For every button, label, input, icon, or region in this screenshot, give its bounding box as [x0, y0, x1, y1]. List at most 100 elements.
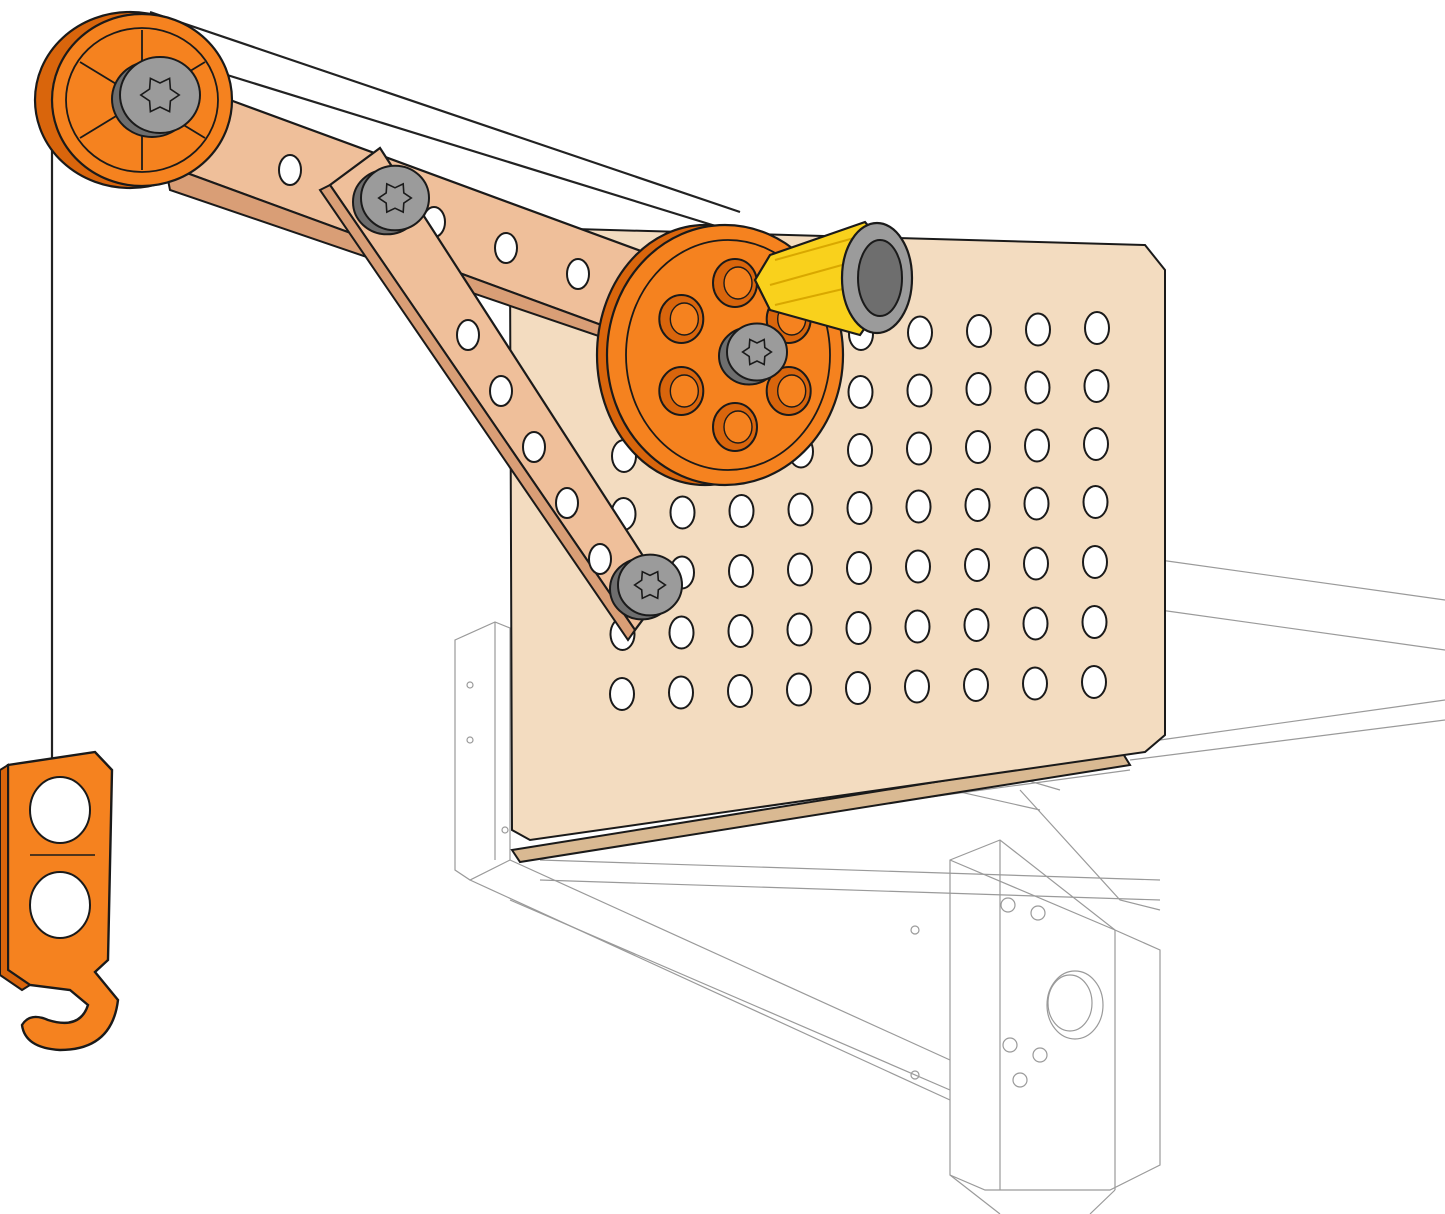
- drum-hole-inner: [669, 374, 700, 408]
- pegboard-hole: [1082, 545, 1108, 579]
- frame-right-block-edge-3: [949, 859, 1116, 931]
- pegboard-hole: [669, 495, 696, 530]
- bolt-icon: [718, 322, 788, 386]
- pegboard-hole: [786, 612, 813, 647]
- pegboard-hole: [1023, 486, 1050, 521]
- strut-holes: [456, 319, 612, 575]
- cable-icon: [50, 10, 741, 760]
- frame-right-hole-3: [1002, 1037, 1018, 1053]
- frame-rail-top: [1159, 699, 1445, 741]
- strut-hole: [456, 319, 480, 351]
- bolt-torx-socket: [377, 182, 413, 214]
- bolt-torx-socket: [633, 570, 667, 600]
- pegboard-hole: [787, 552, 813, 587]
- frame-bottom-rail: [949, 1174, 1001, 1214]
- pegboard-hole: [846, 491, 873, 525]
- frame-rail-back: [1159, 559, 1445, 601]
- pegboard-hole: [727, 674, 753, 708]
- bolt-icon: [609, 553, 683, 621]
- pegboard-hole: [964, 548, 990, 582]
- bolt-torx-socket: [139, 77, 181, 113]
- pegboard-hole: [728, 554, 754, 588]
- pegboard-hole: [786, 672, 812, 707]
- pegboard-hole: [1025, 312, 1051, 347]
- boom-hole: [566, 258, 590, 290]
- pegboard-hole: [845, 671, 871, 705]
- cable-boom-stay-lower: [129, 43, 736, 234]
- pegboard-hole: [728, 494, 755, 528]
- pegboard-hole: [964, 488, 991, 522]
- frame-left-hole-1: [466, 681, 474, 689]
- frame-right-hole-1: [1000, 897, 1016, 913]
- pegboard-hole: [847, 375, 874, 409]
- pegboard-hole: [668, 675, 694, 710]
- pegboard-hole: [907, 315, 933, 350]
- pegboard-hole: [846, 551, 872, 585]
- crank-cap-inner: [857, 239, 903, 317]
- pegboard-hole: [1083, 427, 1109, 461]
- frame-axle-hole-inner: [1047, 974, 1093, 1032]
- bolt-icon: [111, 56, 201, 138]
- strut-side: [318, 183, 637, 642]
- pegboard-hole: [1083, 369, 1110, 403]
- pegboard-hole: [845, 611, 872, 645]
- bolt-icon: [352, 164, 430, 236]
- strut-hole: [555, 487, 579, 519]
- pegboard-hole: [963, 668, 989, 702]
- strut-hole: [588, 543, 612, 575]
- strut-hole: [489, 375, 513, 407]
- boom-hole: [494, 232, 518, 264]
- pegboard-hole: [1024, 428, 1050, 463]
- pegboard-hole: [1024, 370, 1051, 405]
- pegboard-hole: [1023, 546, 1049, 581]
- frame-right-hole-4: [1032, 1047, 1048, 1063]
- pegboard-hole: [963, 608, 990, 642]
- pegboard-hole: [905, 489, 932, 524]
- frame-right-hole-6: [910, 925, 920, 935]
- frame-bottom-rail-2: [1089, 1189, 1116, 1214]
- frame-left-hole-3: [501, 826, 509, 834]
- pegboard-hole: [1081, 665, 1107, 699]
- frame-right-hole-5: [1012, 1072, 1028, 1088]
- frame-right-block: [949, 839, 1161, 1191]
- pegboard-hole: [847, 433, 873, 467]
- hook-hole-bottom: [29, 871, 91, 939]
- frame-front-rail-3: [509, 899, 951, 1091]
- frame-axle-hole: [1046, 970, 1104, 1040]
- pegboard-hole: [1082, 485, 1109, 519]
- drum-hole-inner: [723, 266, 753, 300]
- pegboard-hole: [1081, 605, 1108, 639]
- drum-hole-inner: [723, 410, 753, 444]
- pegboard-hole: [668, 615, 695, 650]
- strut-icon: [318, 146, 667, 642]
- hook-hole-top: [29, 776, 91, 844]
- frame-inner-rail-1: [539, 859, 1161, 881]
- pegboard-hole: [904, 609, 931, 644]
- drum-hole-inner: [776, 374, 807, 408]
- pegboard-hole: [787, 492, 814, 527]
- frame-right-hole-7: [910, 1070, 920, 1080]
- bolts: [111, 56, 788, 621]
- pegboard-hole: [966, 314, 992, 348]
- crank-handle-icon: [753, 220, 914, 337]
- pegboard-hole: [905, 549, 931, 584]
- hook-icon: [0, 750, 120, 1052]
- frame-right-hole-2: [1030, 905, 1046, 921]
- pegboard-hole: [965, 430, 991, 464]
- frame-cross-3: [1019, 789, 1161, 911]
- frame-left-hole-2: [466, 736, 474, 744]
- pegboard-hole: [727, 614, 754, 648]
- frame-rail-back-2: [1159, 609, 1445, 651]
- pegboard-hole: [1022, 666, 1048, 701]
- boom-hole: [278, 154, 302, 186]
- frame-rail-top-2: [1129, 719, 1445, 761]
- frame-left-block: [454, 621, 511, 881]
- hook-side: [0, 763, 32, 992]
- crank-ridge-1: [774, 234, 866, 261]
- drum-hole-inner: [669, 302, 700, 336]
- pegboard-hole: [965, 372, 992, 406]
- cable-boom-stay: [149, 10, 741, 214]
- pegboard-hole: [609, 677, 635, 711]
